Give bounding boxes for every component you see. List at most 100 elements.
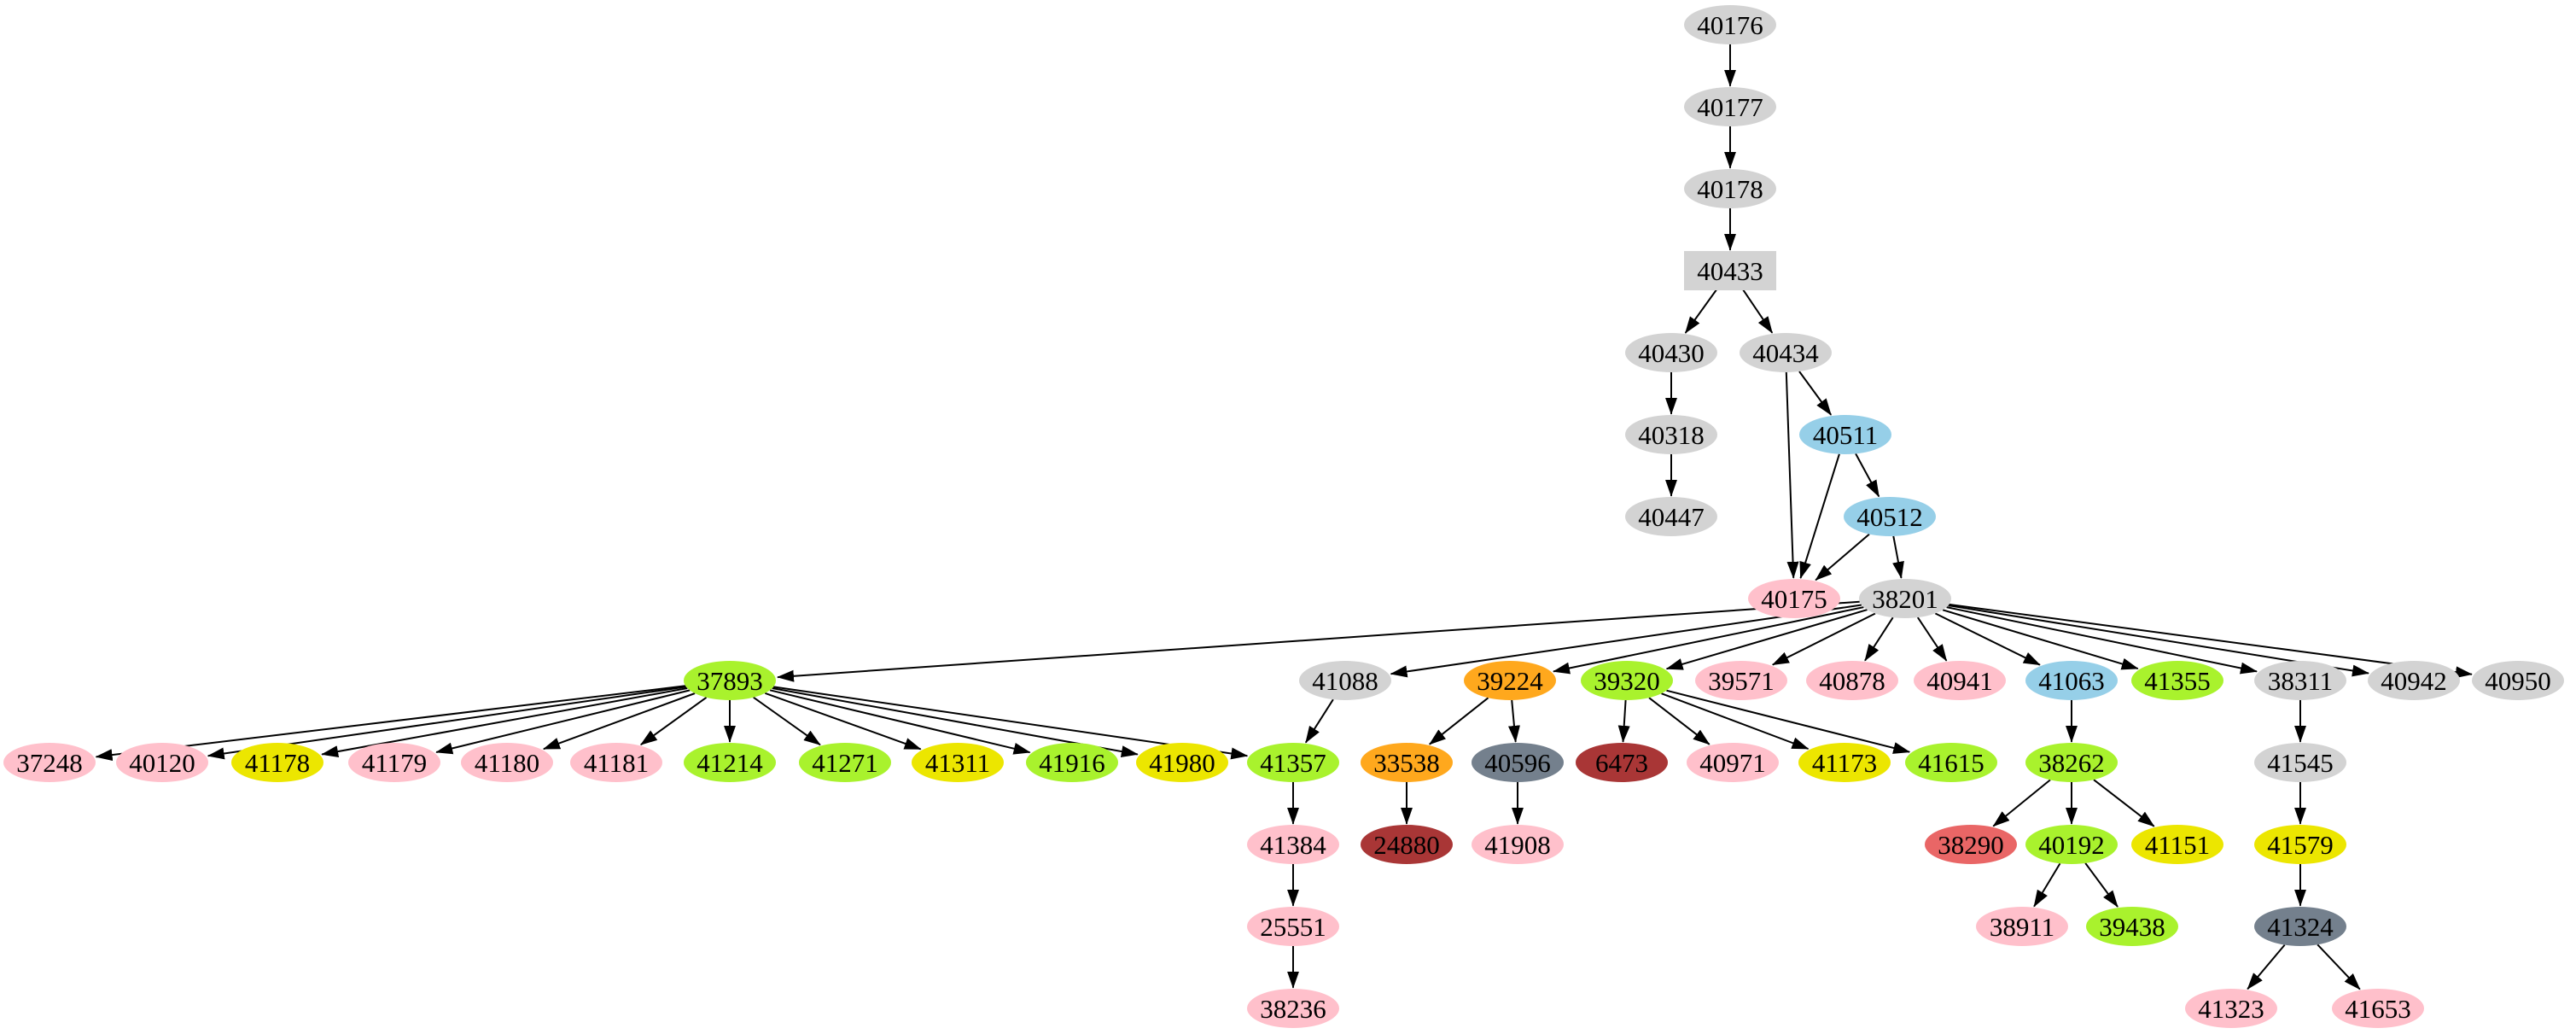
node-41615: 41615 bbox=[1905, 743, 1997, 782]
edge-37893-41181 bbox=[639, 696, 708, 746]
node-39224: 39224 bbox=[1464, 661, 1556, 700]
node-ellipse-shape bbox=[348, 743, 440, 782]
node-41271: 41271 bbox=[799, 743, 891, 782]
node-label: 24880 bbox=[1373, 830, 1440, 860]
node-41545: 41545 bbox=[2254, 743, 2346, 782]
node-ellipse-shape bbox=[1684, 169, 1776, 208]
node-41579: 41579 bbox=[2254, 825, 2346, 864]
node-label: 40596 bbox=[1484, 748, 1551, 778]
node-40434: 40434 bbox=[1740, 333, 1832, 372]
node-38262: 38262 bbox=[2025, 743, 2118, 782]
node-40430: 40430 bbox=[1625, 333, 1717, 372]
node-label: 41980 bbox=[1149, 748, 1215, 778]
edge-38201-37893 bbox=[777, 600, 1860, 682]
node-6473: 6473 bbox=[1576, 743, 1668, 782]
node-label: 41181 bbox=[584, 748, 649, 778]
node-ellipse-shape bbox=[2086, 907, 2178, 946]
edge-39224-33538 bbox=[1429, 697, 1489, 745]
edge-40433-40430 bbox=[1684, 289, 1718, 334]
node-ellipse-shape bbox=[116, 743, 208, 782]
node-ellipse-shape bbox=[2254, 743, 2346, 782]
node-41178: 41178 bbox=[231, 743, 323, 782]
node-label: 33538 bbox=[1373, 748, 1440, 778]
edge-40511-40512 bbox=[1855, 453, 1880, 498]
node-label: 40447 bbox=[1638, 502, 1705, 532]
edge-40512-38201 bbox=[1892, 535, 1904, 579]
edge-37893-41179 bbox=[435, 689, 691, 755]
node-ellipse-shape bbox=[1625, 497, 1717, 536]
edge-41088-41357 bbox=[1304, 698, 1334, 744]
node-40192: 40192 bbox=[2025, 825, 2118, 864]
node-ellipse-shape bbox=[1687, 743, 1779, 782]
node-label: 41323 bbox=[2198, 994, 2264, 1024]
edge-37893-41916 bbox=[769, 689, 1031, 755]
node-label: 38911 bbox=[1990, 912, 2054, 942]
node-38201: 38201 bbox=[1859, 579, 1951, 618]
node-ellipse-shape bbox=[1976, 907, 2068, 946]
edge-40434-40511 bbox=[1798, 371, 1833, 416]
node-label: 41579 bbox=[2267, 830, 2334, 860]
node-label: 41214 bbox=[696, 748, 763, 778]
edge-38201-40878 bbox=[1864, 616, 1894, 662]
node-ellipse-shape bbox=[3, 743, 96, 782]
node-ellipse-shape bbox=[1625, 415, 1717, 454]
node-ellipse-shape bbox=[2332, 989, 2424, 1028]
node-ellipse-shape bbox=[2254, 661, 2346, 700]
node-40175: 40175 bbox=[1748, 579, 1840, 618]
node-ellipse-shape bbox=[1464, 661, 1556, 700]
node-38290: 38290 bbox=[1925, 825, 2017, 864]
edge-38262-41151 bbox=[2093, 779, 2155, 827]
node-label: 38311 bbox=[2268, 666, 2333, 696]
node-label: 39224 bbox=[1477, 666, 1543, 696]
node-label: 40941 bbox=[1926, 666, 1993, 696]
edge-39320-41173 bbox=[1661, 692, 1810, 750]
node-ellipse-shape bbox=[2025, 743, 2118, 782]
edge-37893-37248 bbox=[95, 685, 686, 762]
node-ellipse-shape bbox=[1625, 333, 1717, 372]
node-ellipse-shape bbox=[1247, 907, 1339, 946]
edges-layer bbox=[95, 44, 2473, 990]
node-label: 41384 bbox=[1260, 830, 1326, 860]
node-41214: 41214 bbox=[684, 743, 776, 782]
edge-38262-38290 bbox=[1992, 779, 2051, 827]
node-label: 37248 bbox=[16, 748, 83, 778]
node-ellipse-shape bbox=[912, 743, 1004, 782]
node-ellipse-shape bbox=[684, 743, 776, 782]
node-40176: 40176 bbox=[1684, 5, 1776, 44]
node-label: 40512 bbox=[1856, 502, 1923, 532]
node-ellipse-shape bbox=[2368, 661, 2460, 700]
node-label: 41178 bbox=[245, 748, 310, 778]
node-ellipse-shape bbox=[1859, 579, 1951, 618]
node-ellipse-shape bbox=[1925, 825, 2017, 864]
edge-39320-41615 bbox=[1666, 689, 1911, 754]
edge-38201-38311 bbox=[1946, 606, 2258, 675]
node-label: 39571 bbox=[1708, 666, 1775, 696]
node-label: 41355 bbox=[2144, 666, 2211, 696]
edge-37893-41180 bbox=[542, 692, 696, 751]
node-ellipse-shape bbox=[1905, 743, 1997, 782]
node-41151: 41151 bbox=[2131, 825, 2223, 864]
node-label: 41615 bbox=[1918, 748, 1984, 778]
node-41323: 41323 bbox=[2185, 989, 2277, 1028]
edge-39224-40596 bbox=[1507, 699, 1520, 743]
node-label: 6473 bbox=[1595, 748, 1648, 778]
node-ellipse-shape bbox=[1740, 333, 1832, 372]
node-41916: 41916 bbox=[1026, 743, 1118, 782]
node-38236: 38236 bbox=[1247, 989, 1339, 1028]
node-ellipse-shape bbox=[2254, 907, 2346, 946]
node-ellipse-shape bbox=[1136, 743, 1228, 782]
node-label: 41324 bbox=[2267, 912, 2334, 942]
edge-38201-41063 bbox=[1934, 612, 2041, 666]
node-ellipse-shape bbox=[1472, 743, 1564, 782]
node-label: 40971 bbox=[1699, 748, 1766, 778]
edge-40192-39438 bbox=[2084, 862, 2118, 908]
node-label: 38201 bbox=[1872, 584, 1938, 614]
node-ellipse-shape bbox=[1684, 87, 1776, 126]
edge-38201-39571 bbox=[1771, 612, 1876, 666]
node-41311: 41311 bbox=[912, 743, 1004, 782]
node-ellipse-shape bbox=[1299, 661, 1391, 700]
edge-40512-40175 bbox=[1815, 533, 1870, 581]
node-label: 41088 bbox=[1312, 666, 1378, 696]
